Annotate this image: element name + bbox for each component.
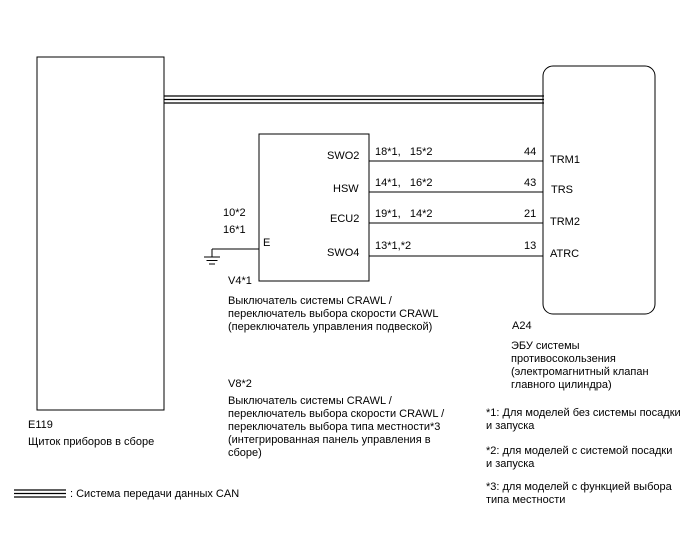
wire-number-switch-4: 13*1,*2 xyxy=(375,240,412,252)
e119-block xyxy=(36,56,165,411)
wire-number-ecu-2: 43 xyxy=(524,177,537,189)
note-2: *2: для моделей с системой посадки и зап… xyxy=(486,445,673,470)
ecu-pin-trm1: TRM1 xyxy=(550,154,580,166)
v4-description: Выключатель системы CRAWL / переключател… xyxy=(228,295,439,333)
wire-number-ecu-3: 21 xyxy=(524,208,537,220)
switch-block xyxy=(258,133,370,282)
can-bus-lines xyxy=(164,95,544,104)
v8-description: Выключатель системы CRAWL / переключател… xyxy=(228,395,445,459)
wire-number-switch-1: 18*1, 15*2 xyxy=(375,146,433,158)
ground-pin-number-2: 16*1 xyxy=(223,224,246,236)
note-1: *1: Для моделей без системы посадки и за… xyxy=(486,407,681,432)
signal-wires xyxy=(369,160,543,257)
note-3: *3: для моделей с функцией выбора типа м… xyxy=(486,481,672,506)
pin-label-hsw: HSW xyxy=(333,183,359,195)
pin-label-ecu2: ECU2 xyxy=(330,213,360,225)
wire-number-ecu-4: 13 xyxy=(524,240,537,252)
wire-number-switch-2: 14*1, 16*2 xyxy=(375,177,433,189)
a24-code: A24 xyxy=(512,320,532,332)
a24-block xyxy=(542,65,656,315)
a24-description: ЭБУ системы противосокользения (электром… xyxy=(511,340,649,391)
ground-pin-number-1: 10*2 xyxy=(223,207,246,219)
v8-code: V8*2 xyxy=(228,378,252,390)
wire-number-ecu-1: 44 xyxy=(524,146,537,158)
ecu-pin-atrc: ATRC xyxy=(550,248,580,260)
ecu-pin-trs: TRS xyxy=(551,184,573,196)
e119-code: E119 xyxy=(28,419,53,431)
e119-name: Щиток приборов в сборе xyxy=(28,436,155,448)
pin-label-e: E xyxy=(263,237,271,249)
v4-code: V4*1 xyxy=(228,275,252,287)
wire-number-switch-3: 19*1, 14*2 xyxy=(375,208,433,220)
legend-can-lines xyxy=(14,489,66,498)
pin-label-swo2: SWO2 xyxy=(327,150,360,162)
pin-label-swo4: SWO4 xyxy=(327,247,360,259)
ecu-pin-trm2: TRM2 xyxy=(550,216,580,228)
ground-symbol xyxy=(204,248,259,265)
legend-can-label: : Система передачи данных CAN xyxy=(70,488,240,500)
